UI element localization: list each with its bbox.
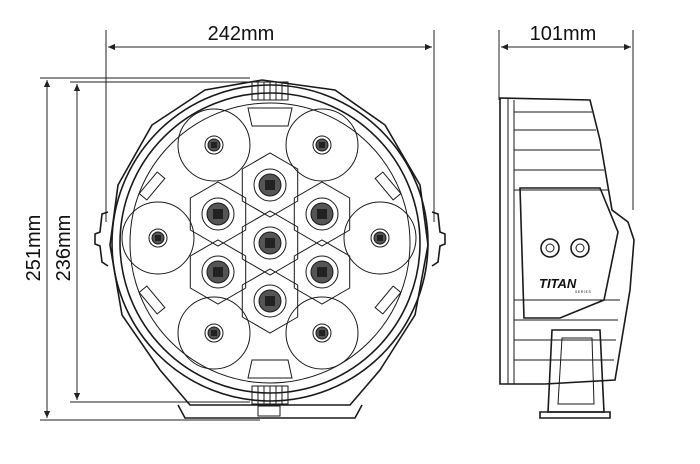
brand-logo: TITAN <box>539 276 577 291</box>
dimension-lines <box>40 30 634 421</box>
outer-led-5-icon <box>204 323 224 343</box>
right-mount-ear <box>431 211 446 267</box>
top-grip <box>251 81 289 101</box>
outer-reflector-6 <box>121 201 195 275</box>
side-view-lamp: TITAN SERIES <box>499 97 635 419</box>
height-overall-label: 251mm <box>23 215 45 282</box>
depth-label: 101mm <box>530 23 597 45</box>
bottom-bracket-tab <box>257 405 281 417</box>
vent-slot-3 <box>138 285 166 315</box>
left-mount-ear <box>94 211 109 267</box>
side-housing <box>499 97 635 385</box>
reflector-cells <box>121 107 417 379</box>
side-bolt-left-icon <box>540 238 560 258</box>
hex-cell-3 <box>241 268 299 334</box>
hex-cell-2 <box>241 152 299 218</box>
outer-led-3-icon <box>370 228 390 248</box>
outer-housing <box>109 79 429 406</box>
outer-reflector-1 <box>177 108 251 182</box>
center-led-4-icon <box>201 197 235 231</box>
bottom-grip <box>251 385 289 405</box>
bottom-bracket <box>177 404 363 419</box>
hex-cell-4 <box>189 181 247 247</box>
outer-reflector-3 <box>343 201 417 275</box>
center-led-6-icon <box>201 255 235 289</box>
vent-slot-2 <box>374 171 402 201</box>
outer-led-6-icon <box>148 228 168 248</box>
side-bolt-right-icon <box>570 238 590 258</box>
vent-slot-4 <box>374 285 402 315</box>
outer-reflector-4 <box>285 296 359 370</box>
vent-slot-1 <box>138 171 166 201</box>
hex-cell-1 <box>241 210 299 276</box>
side-bracket-plate <box>519 187 619 319</box>
side-fins <box>514 111 620 361</box>
center-led-7-icon <box>305 255 339 289</box>
top-vent <box>247 107 293 127</box>
center-led-3-icon <box>253 284 287 318</box>
width-label: 242mm <box>208 23 275 45</box>
center-led-2-icon <box>253 168 287 202</box>
hex-cell-7 <box>293 239 351 305</box>
front-view-lamp <box>94 79 446 419</box>
bottom-vent <box>247 359 293 379</box>
hex-cell-5 <box>293 181 351 247</box>
outer-reflector-2 <box>285 108 359 182</box>
side-stand <box>547 329 605 413</box>
outer-reflector-5 <box>177 296 251 370</box>
lens-ring <box>129 102 411 384</box>
height-body-label: 236mm <box>53 215 75 282</box>
center-led-1-icon <box>253 226 287 260</box>
side-stand-foot <box>539 411 611 419</box>
outer-led-4-icon <box>312 323 332 343</box>
outer-led-1-icon <box>204 135 224 155</box>
brand-series: SERIES <box>575 290 592 294</box>
hex-cell-6 <box>189 239 247 305</box>
outer-led-2-icon <box>312 135 332 155</box>
center-led-5-icon <box>305 197 339 231</box>
